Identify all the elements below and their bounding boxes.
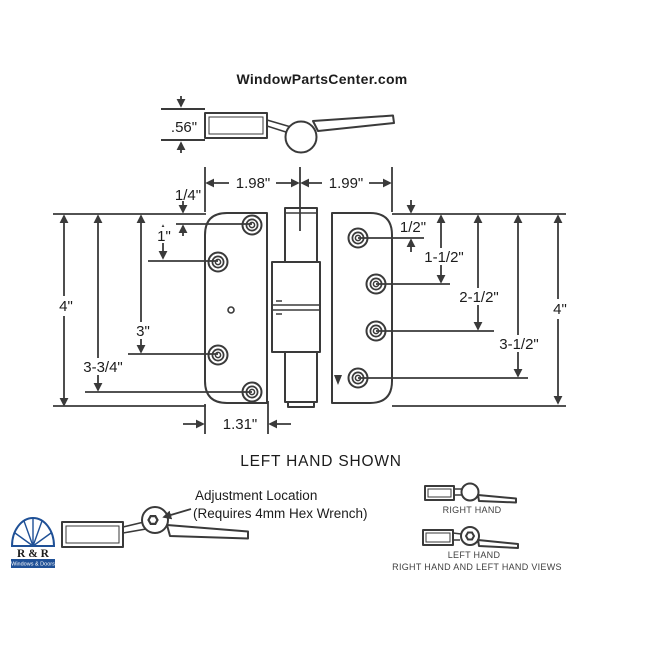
adjustment-pointer-arrow bbox=[162, 508, 192, 520]
hinge-front-view bbox=[204, 207, 393, 408]
dim-left-leaf-width: 1.98" bbox=[236, 175, 271, 192]
rr-windows-doors-logo: R & R Windows & Doors bbox=[10, 517, 55, 568]
right-leaf bbox=[331, 212, 393, 404]
right-hand-arm bbox=[477, 494, 517, 504]
hinge-barrel bbox=[271, 207, 321, 408]
dim-two-half: 2-1/2" bbox=[459, 289, 499, 306]
right-hand-view: RIGHT HAND bbox=[424, 482, 517, 515]
dim-half: 1/2" bbox=[400, 219, 426, 236]
left-hand-label: LEFT HAND bbox=[448, 550, 501, 560]
left-hand-view: LEFT HAND bbox=[422, 526, 519, 560]
screw-hole bbox=[207, 344, 229, 366]
thickness-label: .56" bbox=[171, 119, 197, 136]
side-view-arm bbox=[312, 114, 395, 132]
dim-three-half: 3-1/2" bbox=[499, 336, 539, 353]
right-dimensions: 1/2" 1-1/2" 2-1/2" 3-1/2" 4" bbox=[400, 200, 572, 405]
top-dimensions: 1.98" 1.99" bbox=[205, 174, 392, 192]
hand-views-caption: RIGHT HAND AND LEFT HAND VIEWS bbox=[392, 562, 562, 572]
adjustment-note-line2: (Requires 4mm Hex Wrench) bbox=[193, 506, 368, 521]
screw-hole bbox=[207, 251, 229, 273]
logo-subtitle: Windows & Doors bbox=[11, 562, 55, 568]
site-title: WindowPartsCenter.com bbox=[236, 71, 407, 87]
adjustment-arm bbox=[166, 524, 249, 540]
logo-banner bbox=[11, 559, 55, 568]
reference-lines bbox=[53, 167, 566, 434]
hex-socket-icon bbox=[464, 531, 476, 541]
adjustment-mark-icon bbox=[331, 370, 342, 388]
dim-quarter: 1/4" bbox=[175, 187, 201, 204]
dim-one-half: 1-1/2" bbox=[424, 249, 464, 266]
left-hand-arm bbox=[477, 539, 519, 549]
dim-one: 1" bbox=[157, 228, 171, 245]
right-hand-knuckle bbox=[460, 482, 480, 502]
dim-three: 3" bbox=[136, 323, 150, 340]
side-view-knuckle bbox=[284, 120, 318, 154]
logo-title: R & R bbox=[17, 548, 50, 560]
pilot-dot bbox=[227, 306, 235, 314]
hand-caption: LEFT HAND SHOWN bbox=[240, 453, 402, 470]
left-dimensions: 1/4" 1" 4" 3" 3-3/4" 1.31" bbox=[54, 187, 291, 433]
hinge-side-view: .56" bbox=[161, 96, 395, 154]
dim-right-leaf-width: 1.99" bbox=[329, 175, 364, 192]
dim-leaf-width-bottom: 1.31" bbox=[223, 416, 258, 433]
dim-three-three-quarter: 3-3/4" bbox=[83, 359, 123, 376]
dim-height-left: 4" bbox=[59, 298, 73, 315]
barrel-sleeve bbox=[271, 261, 321, 353]
adjustment-view: Adjustment Location (Requires 4mm Hex Wr… bbox=[61, 488, 368, 548]
screw-hole bbox=[241, 214, 263, 236]
dim-height-right: 4" bbox=[553, 301, 567, 318]
right-hand-label: RIGHT HAND bbox=[443, 505, 502, 515]
adjustment-note-line1: Adjustment Location bbox=[195, 488, 317, 503]
hex-socket-icon bbox=[147, 514, 159, 526]
left-leaf bbox=[204, 212, 268, 404]
